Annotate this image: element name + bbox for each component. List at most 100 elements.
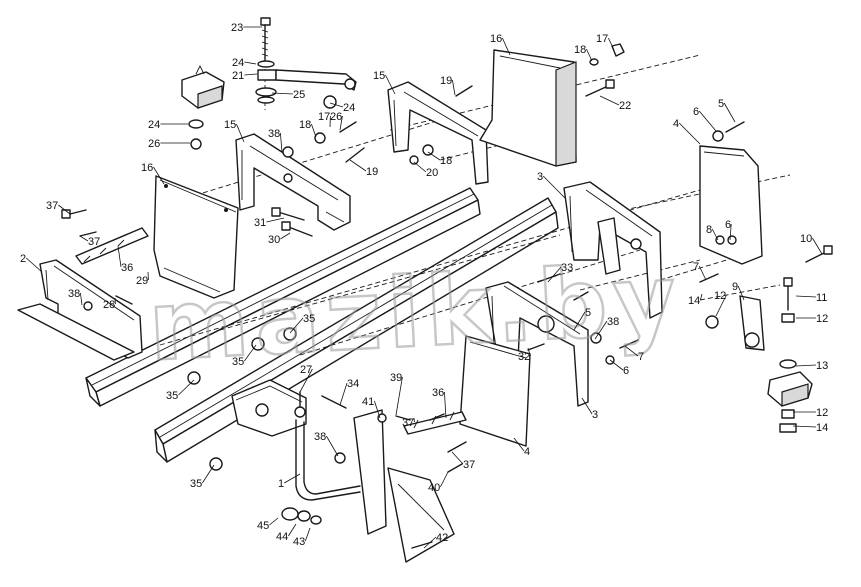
callout-c26b: 26 bbox=[330, 111, 342, 123]
leader-line-c14b bbox=[792, 425, 817, 428]
callout-c16a: 16 bbox=[141, 162, 153, 174]
leader-line-c16b bbox=[502, 37, 511, 56]
leader-line-c3b bbox=[581, 397, 593, 415]
leader-line-c20 bbox=[413, 161, 427, 173]
leader-line-c37d bbox=[451, 451, 464, 465]
nuts-43-45 bbox=[281, 507, 322, 525]
leader-line-c30 bbox=[280, 232, 291, 240]
callout-c11: 11 bbox=[816, 292, 827, 304]
callout-c20: 20 bbox=[426, 167, 438, 179]
callout-c7a: 7 bbox=[638, 351, 644, 363]
leader-line-c2 bbox=[25, 257, 43, 273]
leader-line-c42 bbox=[423, 536, 437, 549]
mud-flap-16-right bbox=[479, 49, 577, 167]
callout-c36b: 36 bbox=[432, 387, 444, 399]
leader-line-c4b bbox=[678, 122, 701, 145]
callout-c28: 28 bbox=[103, 299, 115, 311]
leader-line-c32 bbox=[527, 347, 531, 357]
callout-c31: 31 bbox=[254, 217, 266, 229]
leader-line-c15b bbox=[385, 74, 396, 95]
leader-line-c24c bbox=[329, 102, 344, 108]
leader-line-c19b bbox=[452, 79, 456, 96]
callout-c24a: 24 bbox=[232, 57, 244, 69]
bolt-22 bbox=[585, 79, 615, 97]
leader-line-c5a bbox=[573, 311, 586, 331]
callout-c25: 25 bbox=[293, 89, 305, 101]
bracket-15-right bbox=[387, 81, 489, 185]
callout-c33: 33 bbox=[561, 262, 573, 274]
callout-c36a: 36 bbox=[121, 262, 133, 274]
callout-c13: 13 bbox=[816, 360, 828, 372]
leader-line-c44 bbox=[288, 523, 297, 537]
mud-flap-4-lower bbox=[459, 335, 531, 447]
callout-c30: 30 bbox=[268, 234, 280, 246]
callout-c6c: 6 bbox=[725, 219, 731, 231]
callout-c38d: 38 bbox=[314, 431, 326, 443]
leader-line-c22 bbox=[599, 95, 620, 106]
leader-line-c43 bbox=[305, 527, 311, 542]
callout-c35c: 35 bbox=[166, 390, 178, 402]
callout-c37a: 37 bbox=[46, 200, 58, 212]
callout-c41: 41 bbox=[362, 396, 374, 408]
callout-c39: 39 bbox=[390, 372, 402, 384]
callout-c37c: 37 bbox=[402, 417, 414, 429]
callout-c4b: 4 bbox=[673, 118, 679, 130]
leader-line-c35a bbox=[289, 317, 304, 334]
callout-c26a: 26 bbox=[148, 138, 160, 150]
leader-line-c36a bbox=[117, 245, 122, 268]
callout-c24b: 24 bbox=[148, 119, 160, 131]
leader-line-c38a bbox=[280, 132, 283, 153]
callout-c5a: 5 bbox=[585, 307, 591, 319]
leader-line-c35c bbox=[178, 379, 195, 396]
callout-c4a: 4 bbox=[524, 446, 530, 458]
bolt-30-31 bbox=[271, 207, 313, 237]
leader-line-c1 bbox=[284, 473, 301, 484]
leader-line-c35b bbox=[244, 344, 257, 362]
callout-c34: 34 bbox=[347, 378, 359, 390]
leader-line-c35d bbox=[202, 464, 215, 484]
callout-c12c: 12 bbox=[816, 407, 828, 419]
callout-c9: 9 bbox=[732, 281, 738, 293]
leader-line-c11 bbox=[795, 295, 817, 298]
callout-c1: 1 bbox=[278, 478, 284, 490]
plate-36-left bbox=[75, 227, 149, 265]
callout-c44: 44 bbox=[276, 531, 288, 543]
bracket-2-left bbox=[17, 259, 143, 361]
leader-line-c5b bbox=[723, 102, 736, 123]
leader-line-c36b bbox=[444, 391, 447, 419]
leader-line-c18c bbox=[427, 151, 441, 161]
callout-c14b: 14 bbox=[816, 422, 828, 434]
callout-c3b: 3 bbox=[592, 409, 598, 421]
leader-line-c38d bbox=[326, 435, 339, 457]
callout-c16b: 16 bbox=[490, 33, 502, 45]
leader-line-c37a bbox=[58, 204, 71, 215]
callout-c5b: 5 bbox=[718, 98, 724, 110]
leader-line-c8 bbox=[711, 228, 719, 241]
hanger-plate bbox=[353, 409, 387, 535]
left-frame-rail bbox=[85, 187, 481, 407]
leader-line-c7a bbox=[624, 345, 639, 357]
callout-c42: 42 bbox=[436, 532, 448, 544]
leader-line-c38b bbox=[80, 292, 83, 306]
step-bracket-36 bbox=[403, 411, 467, 435]
leader-line-c21 bbox=[244, 73, 258, 76]
callout-c3a: 3 bbox=[537, 171, 543, 183]
leader-line-c12a bbox=[715, 294, 727, 317]
leader-line-c34 bbox=[339, 382, 348, 406]
leader-line-c17b bbox=[608, 37, 615, 51]
callout-c24c: 24 bbox=[343, 102, 355, 114]
leader-line-c7b bbox=[698, 265, 707, 281]
rubber-cushion-top bbox=[181, 64, 225, 109]
leader-line-c26b bbox=[339, 115, 343, 131]
callout-c17a: 17 bbox=[318, 111, 330, 123]
callout-c17b: 17 bbox=[596, 33, 608, 45]
leader-line-c6b bbox=[698, 110, 717, 132]
mud-flap-16-left bbox=[153, 175, 239, 299]
callout-c18a: 18 bbox=[299, 119, 311, 131]
leader-line-c3a bbox=[542, 175, 566, 199]
leader-line-c18a bbox=[311, 123, 317, 138]
callout-c40: 40 bbox=[428, 482, 440, 494]
callout-c38c: 38 bbox=[607, 316, 619, 328]
callout-c38a: 38 bbox=[268, 128, 280, 140]
